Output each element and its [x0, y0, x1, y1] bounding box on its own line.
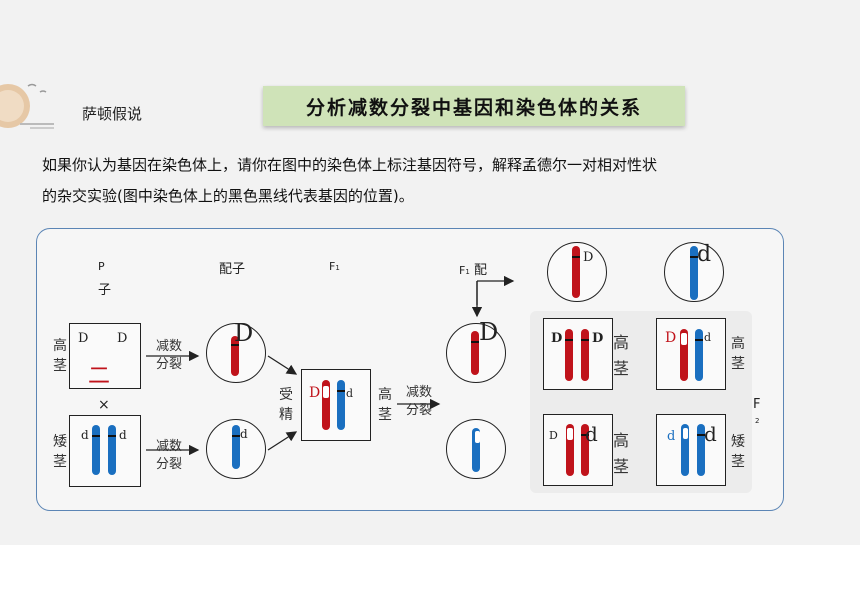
f2-tl-gene-right: D: [592, 331, 604, 346]
f1-meiosis-label: 减数分裂: [405, 385, 432, 418]
col-p-label: P: [98, 260, 105, 273]
top-gamete-chrom-d: [690, 246, 698, 300]
f2-tr-chrom-red: [680, 329, 688, 381]
gamete-chrom-D: [231, 336, 239, 376]
f2-br-chrom-right: [697, 424, 705, 476]
f1-gene-d: d: [346, 387, 354, 400]
f1-chrom-blue: [337, 380, 345, 430]
decorative-logo-icon: [0, 83, 54, 129]
p-tall-box: [69, 323, 141, 389]
f2-label: F: [753, 397, 761, 412]
top-gamete-chrom-D: [572, 246, 580, 298]
col-f1-label: F1: [329, 260, 340, 273]
f2-tl-chrom-right: [581, 329, 589, 381]
f2-bl-chrom-red: [566, 424, 574, 476]
f2-bl-gene-D: D: [549, 429, 558, 442]
slide-canvas: 萨顿假说 分析减数分裂中基因和染色体的关系 如果你认为基因在染色体上，请你在图中…: [0, 0, 860, 545]
f1-gamete-gene-D: D: [479, 318, 499, 346]
p-tall-gene-left: D: [78, 331, 89, 346]
top-gamete-gene-D: D: [583, 250, 594, 265]
col-p-sub-label: 子: [98, 283, 112, 298]
f1-box: [301, 369, 371, 441]
col-f1-gamete-label: F1 配: [459, 263, 487, 278]
p-short-chrom-left: [92, 425, 100, 475]
f2-tl-gene-left: D: [551, 331, 563, 346]
f1-gamete-chrom-d: [472, 428, 480, 472]
f2-br-gene-left: d: [667, 429, 676, 444]
col-gamete-label: 配子: [219, 262, 246, 277]
instruction-line-1: 如果你认为基因在染色体上，请你在图中的染色体上标注基因符号，解释孟德尔一对相对性…: [42, 156, 658, 174]
p-tall-label: 高茎: [53, 338, 67, 374]
f1-gene-D: D: [309, 385, 321, 401]
gamete-gene-D: D: [234, 319, 254, 347]
top-gamete-gene-d: d: [697, 242, 712, 267]
f2-tr-gene-d: d: [704, 331, 712, 344]
f1-chrom-red: [322, 380, 330, 430]
f2-sub-label: 2: [755, 417, 760, 425]
p-short-chrom-right: [108, 425, 116, 475]
p-tall-gene-right: D: [117, 331, 128, 346]
instruction-line-2: 的杂交实验(图中染色体上的黑色黑线代表基因的位置)。: [42, 187, 414, 205]
meiosis-label-top: 减数分裂: [155, 339, 182, 372]
f2-cell-bl: [543, 414, 613, 486]
p-short-gene-right: d: [119, 428, 127, 442]
f2-tr-gene-D: D: [665, 330, 677, 346]
f2-br-phenotype: 矮茎: [731, 434, 745, 470]
diagram-arrows: [146, 275, 515, 456]
gamete-gene-d: d: [240, 427, 248, 441]
f2-br-chrom-left: [681, 424, 689, 476]
f2-br-gene-right: d: [704, 422, 717, 446]
f2-tr-chrom-blue: [695, 329, 703, 381]
f1-gamete-chrom-D: [471, 331, 479, 375]
fertilize-label: 受精: [279, 387, 293, 423]
f2-cell-tl: [543, 318, 613, 390]
f2-bl-phenotype: 高茎: [612, 431, 629, 476]
section-label: 萨顿假说: [82, 105, 143, 123]
cross-symbol: ×: [98, 397, 110, 413]
instruction-paragraph: 如果你认为基因在染色体上，请你在图中的染色体上标注基因符号，解释孟德尔一对相对性…: [42, 150, 832, 212]
f1-tall-label: 高茎: [378, 387, 392, 423]
f2-bl-chrom-red-2: [581, 424, 589, 476]
f2-tl-chrom-left: [565, 329, 573, 381]
p-short-label: 矮茎: [53, 434, 67, 470]
f2-cell-tr: [656, 318, 726, 390]
p-tall-red-mark: 二: [88, 364, 111, 389]
f2-tr-phenotype: 高茎: [731, 336, 745, 372]
f2-tl-phenotype: 高茎: [612, 333, 629, 378]
page-title: 分析减数分裂中基因和染色体的关系: [263, 86, 685, 126]
f2-cell-br: [656, 414, 726, 486]
f2-bl-gene-d: d: [585, 422, 598, 446]
p-short-box: [69, 415, 141, 487]
p-short-gene-left: d: [81, 428, 89, 442]
gamete-chrom-d: [232, 425, 240, 469]
